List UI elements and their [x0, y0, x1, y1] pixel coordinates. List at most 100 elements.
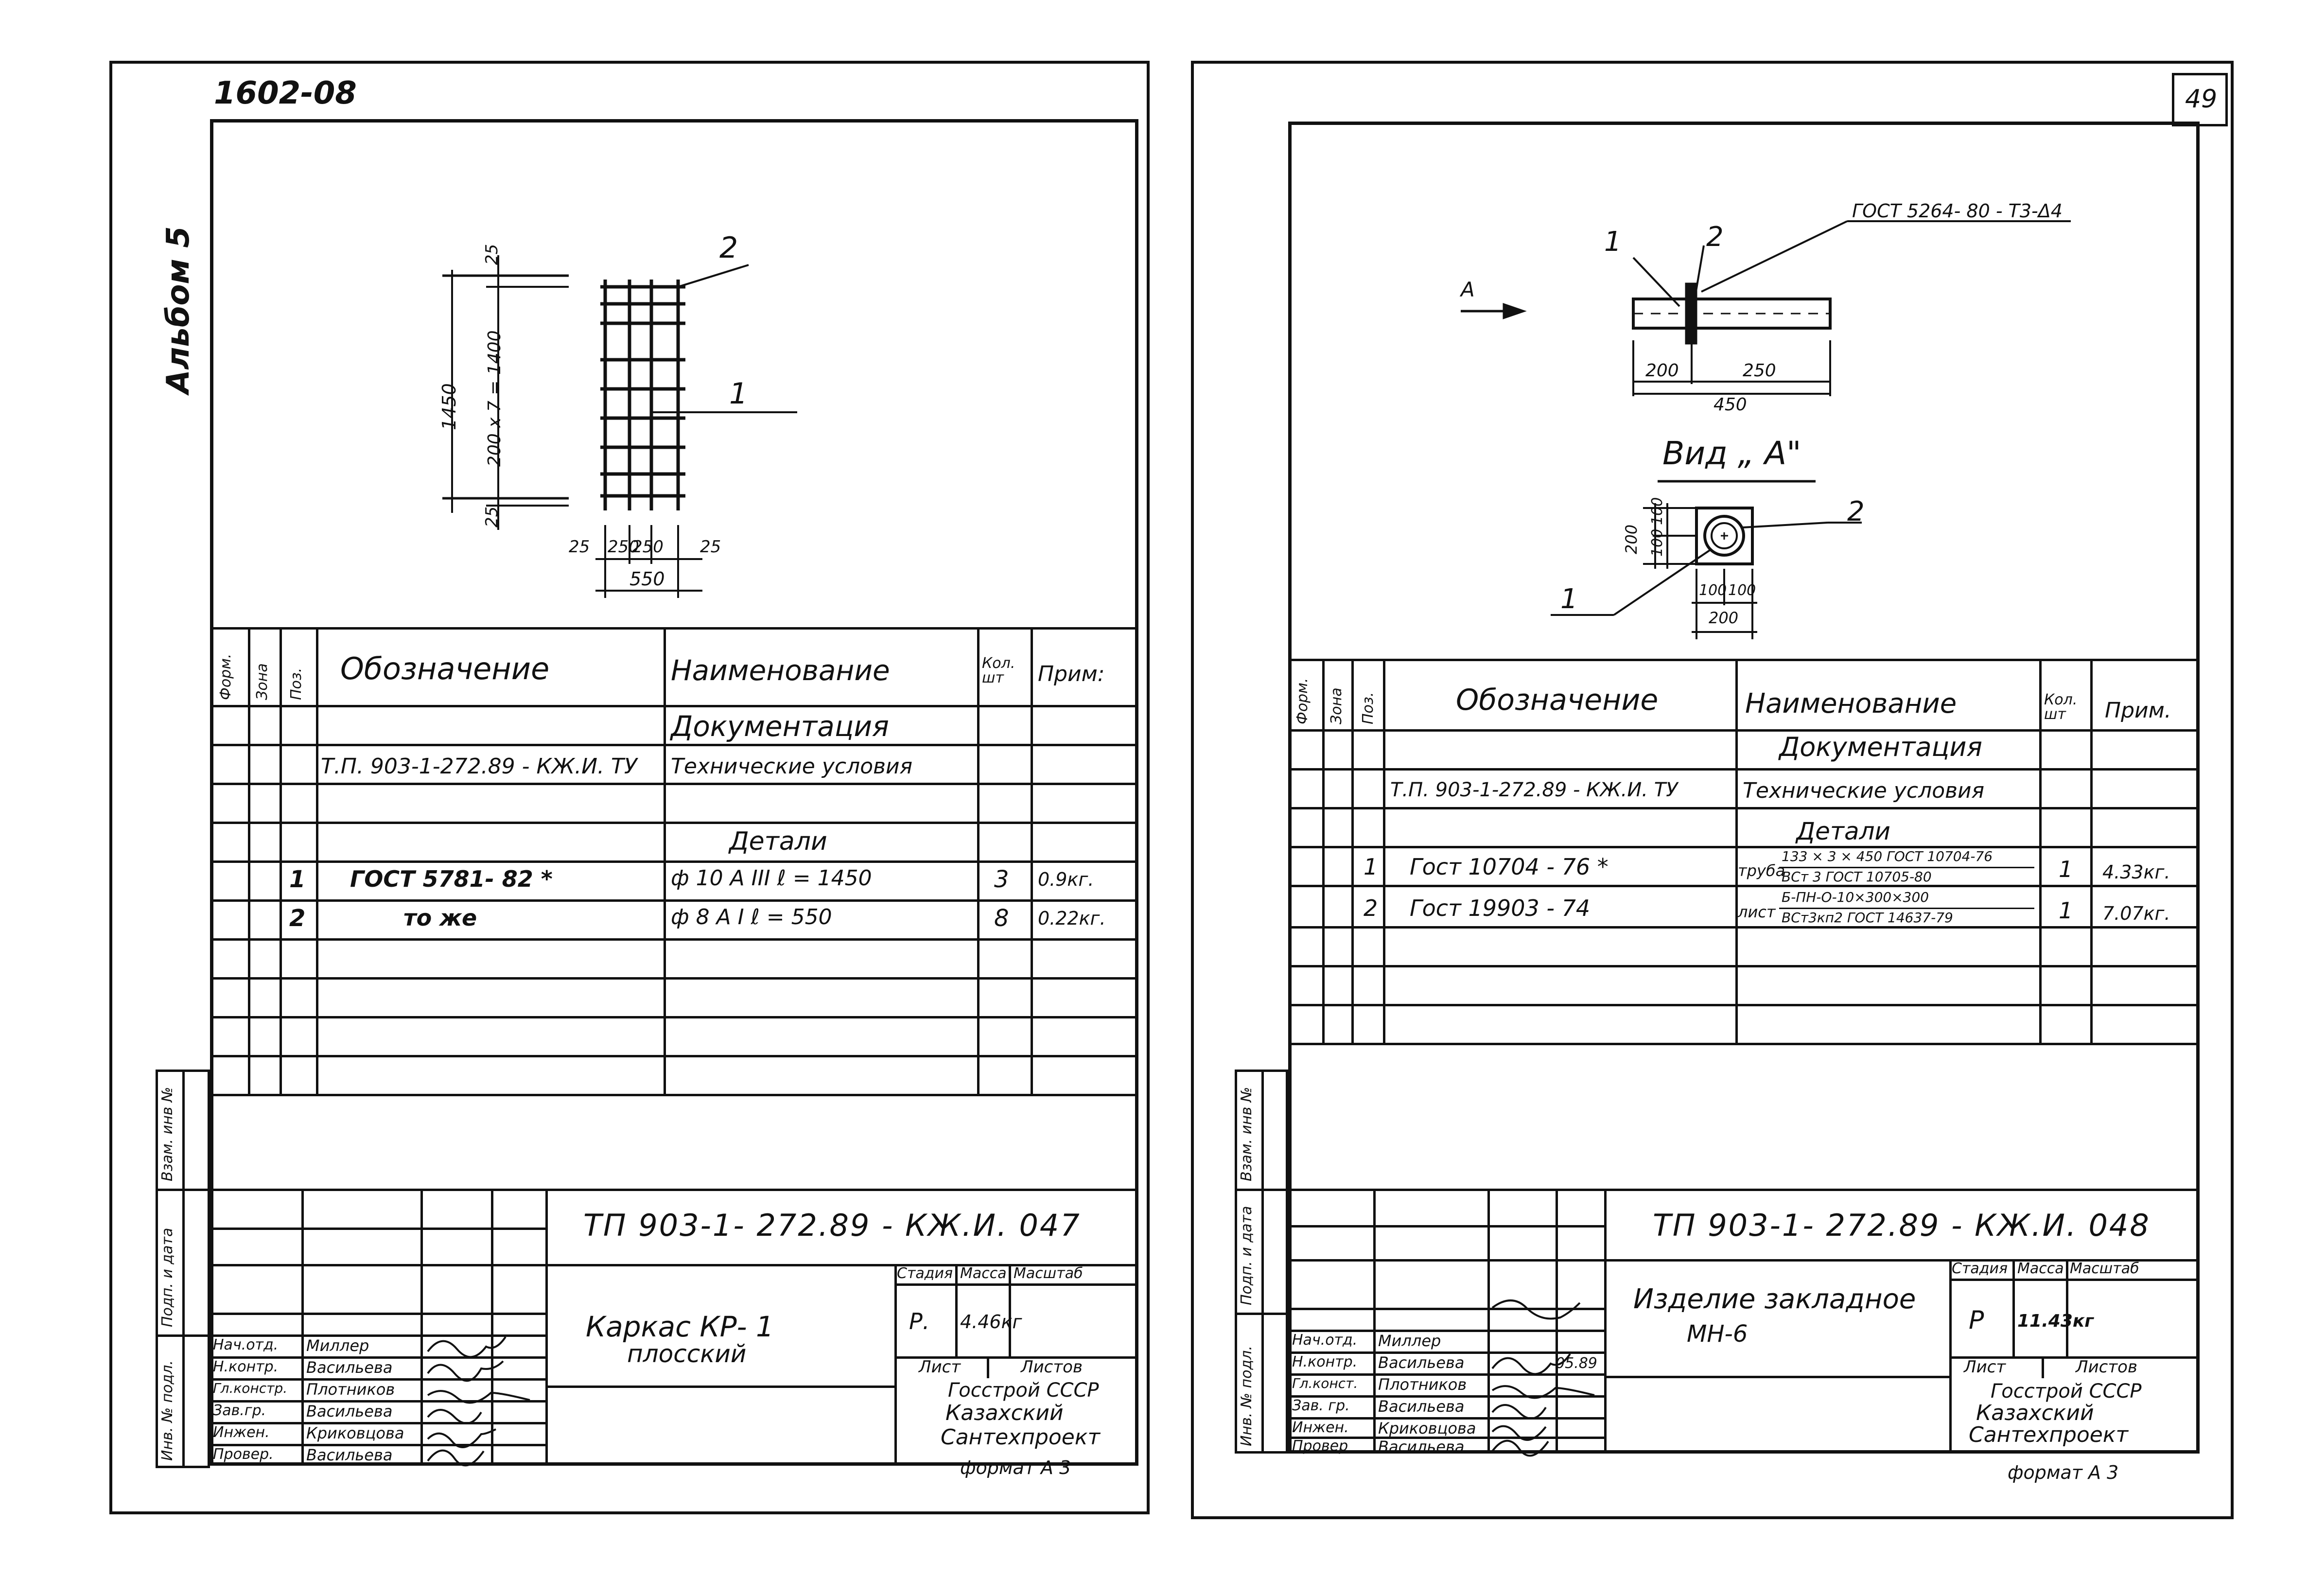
dim-450: 450	[1714, 395, 1747, 415]
left-r1-note: 0.9кг.	[1038, 869, 1094, 890]
left-r2-qty: 8	[994, 905, 1009, 932]
right-r2-designation: Гост 19903 - 74	[1410, 895, 1591, 921]
right-role-2: Н.контр.	[1292, 1353, 1358, 1370]
right-mass: 11.43кг	[2017, 1311, 2094, 1331]
right-name-1: Миллер	[1378, 1332, 1441, 1350]
left-org-2: Казахский	[945, 1401, 1064, 1425]
left-org-3: Сантехпроект	[941, 1425, 1101, 1450]
right-name-3: Плотников	[1378, 1375, 1467, 1394]
left-section-details: Детали	[729, 827, 827, 856]
left-item-subname: плосский	[627, 1340, 747, 1368]
left-mass: 4.46кг	[960, 1311, 1022, 1333]
right-section-docs: Документация	[1779, 732, 1982, 762]
right-callout-2-b: 2	[1847, 496, 1865, 527]
right-org-2: Казахский	[1976, 1401, 2094, 1425]
left-role-6: Провер.	[213, 1446, 274, 1463]
right-drawing-frame	[1288, 122, 2200, 1454]
right-sheet	[1191, 61, 2234, 1519]
left-drawing-frame	[210, 119, 1138, 1466]
right-r1-qty: 1	[2059, 856, 2073, 882]
left-role-5: Инжен.	[213, 1424, 270, 1441]
right-role-4: Зав. гр.	[1292, 1397, 1350, 1414]
left-role-4: Зав.гр.	[213, 1402, 266, 1419]
right-sheets-header: Листов	[2076, 1357, 2138, 1377]
right-doc-name: Технические условия	[1743, 778, 1985, 803]
left-name-1: Миллер	[306, 1336, 369, 1355]
left-role-2: Н.контр.	[213, 1358, 279, 1375]
left-r1-pos: 1	[289, 866, 306, 893]
left-sheet-header: Лист	[919, 1357, 961, 1377]
left-stage: Р.	[909, 1308, 930, 1334]
left-r1-designation: ГОСТ 5781- 82 *	[350, 866, 553, 892]
right-r1-designation: Гост 10704 - 76 *	[1410, 854, 1609, 880]
left-r2-pos: 2	[289, 905, 306, 932]
view-dim-h100-a: 100	[1699, 582, 1727, 599]
view-dim-h200: 200	[1709, 609, 1739, 627]
right-scale-header: Масштаб	[2070, 1260, 2139, 1277]
left-section-docs: Документация	[671, 710, 889, 743]
page-number: 49	[2185, 85, 2218, 114]
dim-25-a: 25	[569, 537, 590, 557]
right-callout-1: 1	[1604, 226, 1622, 258]
album-code: 1602-08	[214, 75, 357, 111]
right-r1-note: 4.33кг.	[2102, 861, 2170, 883]
right-role-1: Нач.отд.	[1292, 1332, 1358, 1349]
right-col-note: Прим.	[2105, 698, 2171, 723]
left-name-3: Плотников	[306, 1380, 395, 1399]
right-stage: Р	[1969, 1306, 1984, 1335]
view-a-label: Вид „ А"	[1662, 435, 1801, 472]
left-doc-code: ТП 903-1- 272.89 - КЖ.И. 047	[583, 1208, 1081, 1243]
right-r2-note: 7.07кг.	[2102, 903, 2170, 924]
right-mass-header: Масса	[2017, 1260, 2064, 1277]
left-col-qty: Кол. шт	[982, 655, 1015, 686]
dim-250-b: 250	[632, 537, 664, 557]
left-sheets-header: Листов	[1021, 1357, 1083, 1377]
left-col-designation: Обозначение	[340, 651, 550, 686]
right-callout-2: 2	[1706, 221, 1724, 253]
dim-25-b: 25	[700, 537, 721, 557]
view-dim-h100-b: 100	[1728, 582, 1756, 599]
left-doc-designation: Т.П. 903-1-272.89 - КЖ.И. ТУ	[321, 754, 637, 779]
right-r2-qty: 1	[2059, 897, 2073, 924]
right-stage-header: Стадия	[1952, 1260, 2008, 1277]
left-r2-name: ф 8 А I ℓ = 550	[671, 905, 832, 930]
right-col-qty: Кол. шт	[2044, 691, 2078, 723]
left-name-6: Васильева	[306, 1446, 393, 1464]
right-sheet-header: Лист	[1964, 1357, 2006, 1377]
right-r2-prefix: лист	[1738, 903, 1776, 921]
dim-200: 200	[1645, 361, 1679, 381]
left-item-name: Каркас КР- 1	[586, 1310, 774, 1343]
left-r1-name: ф 10 А III ℓ = 1450	[671, 866, 872, 891]
left-role-1: Нач.отд.	[213, 1336, 279, 1353]
right-doc-designation: Т.П. 903-1-272.89 - КЖ.И. ТУ	[1390, 779, 1678, 801]
right-doc-code: ТП 903-1- 272.89 - КЖ.И. 048	[1653, 1208, 2151, 1243]
right-org-1: Госстрой СССР	[1991, 1380, 2142, 1403]
left-r1-qty: 3	[994, 866, 1009, 893]
left-doc-name: Технические условия	[671, 754, 913, 779]
gost-weld-label: ГОСТ 5264- 80 - Т3-Δ4	[1852, 200, 2063, 222]
left-r2-note: 0.22кг.	[1038, 908, 1106, 929]
right-name-5: Криковцова	[1378, 1419, 1476, 1438]
right-r2-name-top: Б-ПН-О-10×300×300	[1782, 889, 1929, 905]
left-scale-header: Масштаб	[1014, 1265, 1083, 1282]
right-r2-pos: 2	[1364, 895, 1378, 921]
right-section-details: Детали	[1796, 817, 1891, 845]
left-stage-header: Стадия	[897, 1265, 953, 1282]
dim-250: 250	[1743, 361, 1776, 381]
left-org-1: Госстрой СССР	[948, 1379, 1099, 1402]
right-r1-name-bottom: ВСт 3 ГОСТ 10705-80	[1782, 869, 1932, 885]
dim-550: 550	[629, 568, 665, 590]
right-item-name: Изделие закладное	[1633, 1283, 1916, 1315]
right-name-2: Васильева	[1378, 1353, 1465, 1372]
left-sheet	[109, 61, 1150, 1514]
left-name-2: Васильева	[306, 1358, 393, 1377]
right-r1-name-top: 133 × 3 × 450 ГОСТ 10704-76	[1782, 848, 1993, 864]
right-format: формат А 3	[2008, 1462, 2119, 1483]
callout-1: 1	[729, 377, 748, 411]
right-role-3: Гл.конст.	[1292, 1375, 1358, 1391]
left-col-name: Наименование	[671, 654, 890, 687]
right-col-name: Наименование	[1745, 688, 1957, 719]
